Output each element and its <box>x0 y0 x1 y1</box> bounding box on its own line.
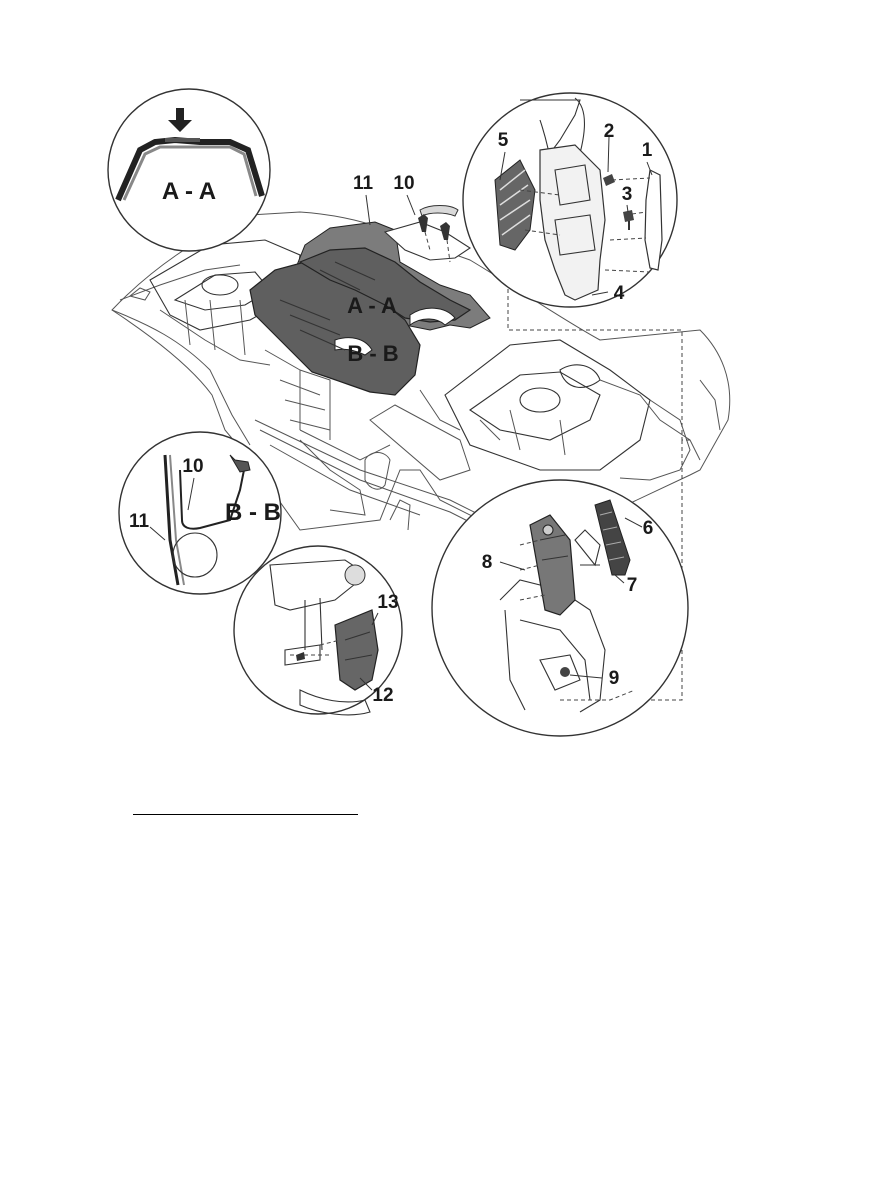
callout-9: 9 <box>609 668 620 689</box>
callout-11-detail: 11 <box>129 511 150 532</box>
callout-7: 7 <box>627 575 638 596</box>
callout-12: 12 <box>372 685 393 706</box>
callout-8: 8 <box>482 552 493 573</box>
section-label-a-a-detail: A - A <box>162 178 216 205</box>
section-label-b-b-main: B - B <box>347 341 398 366</box>
callout-6: 6 <box>643 518 654 539</box>
detail-circle-section-a-a <box>108 89 270 251</box>
callout-13: 13 <box>377 592 398 613</box>
footer-rule <box>133 814 358 815</box>
section-label-a-a-main: A - A <box>347 293 397 318</box>
callout-4: 4 <box>614 283 625 304</box>
detail-circle-trim-parts <box>463 93 677 307</box>
callout-2: 2 <box>604 121 615 142</box>
callout-1: 1 <box>642 140 653 161</box>
section-label-b-b-detail: B - B <box>225 499 281 526</box>
callout-5: 5 <box>498 130 509 151</box>
callout-11-main: 11 <box>353 173 374 194</box>
callout-10-main: 10 <box>393 173 414 194</box>
callout-3: 3 <box>622 184 633 205</box>
callout-10-detail: 10 <box>182 456 203 477</box>
